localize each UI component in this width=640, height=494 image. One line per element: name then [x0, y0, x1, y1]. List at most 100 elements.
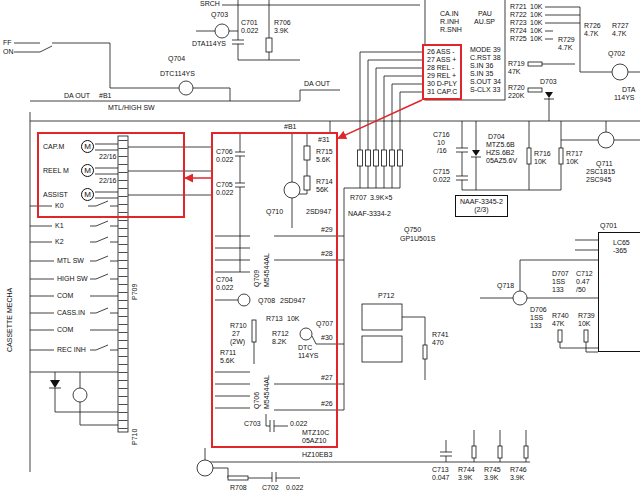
component-symbol: [558, 330, 562, 342]
component-label: C704: [216, 276, 233, 284]
component-label: 10K: [530, 3, 542, 11]
component-symbol: [215, 24, 229, 38]
component-label: DA OUT: [64, 92, 90, 100]
component-label: AU.SP: [474, 18, 495, 26]
component-label: 470: [432, 339, 444, 347]
component-label: DTC114YS: [160, 70, 195, 78]
component-label: NAAF-3334-2: [348, 210, 391, 218]
component-label: R721: [510, 3, 527, 11]
diode-symbol: [545, 92, 553, 98]
component-symbol: [300, 328, 312, 340]
component-label: R712: [272, 330, 289, 338]
node-text: LC65: [613, 239, 640, 247]
component-label: 0.022: [216, 189, 234, 197]
diode-symbol: [472, 150, 480, 156]
component-label: MODE 39: [470, 46, 501, 54]
component-symbol: [390, 150, 395, 166]
connector-pins: [123, 140, 124, 430]
component-label: R740: [552, 312, 569, 320]
component-label: R744: [458, 466, 475, 474]
component-label: 133: [530, 322, 542, 330]
component-label: R715: [316, 148, 333, 156]
motor-label: ASSIST: [43, 191, 81, 199]
component-label: MTL SW: [57, 257, 84, 265]
component-label: 3.9K: [484, 474, 498, 482]
node-text: 29 REL +: [427, 72, 457, 80]
component-label: 3.9K: [458, 474, 472, 482]
component-label: (2W): [230, 338, 245, 346]
component-label: R714: [316, 178, 333, 186]
component-label: D703: [540, 78, 557, 86]
wire: [14, 0, 640, 132]
component-symbol: [527, 148, 531, 164]
ic-text: Q709: [253, 270, 261, 287]
motor-letter: M: [84, 167, 91, 175]
component-label: CA.IN: [440, 10, 459, 18]
component-label: R719: [508, 60, 525, 68]
component-label: REC INH: [57, 346, 86, 354]
component-symbol: [304, 146, 310, 160]
component-label: 47K: [552, 320, 564, 328]
wire: [402, 240, 598, 380]
component-label: D706: [530, 306, 547, 314]
component-label: #B1: [99, 92, 111, 100]
rotated-label: P709: [131, 284, 139, 300]
component-label: COM: [57, 292, 73, 300]
component-label: 0.047: [432, 474, 450, 482]
node-text: 27 ASS +: [427, 56, 457, 64]
component-label: 0.022: [216, 156, 234, 164]
component-symbol: [498, 446, 502, 458]
ic-box: Q709M54544AL: [250, 228, 274, 292]
component-label: 10K: [530, 19, 542, 27]
component-label: 05AZ5.6V: [486, 157, 517, 165]
component-label: R726: [584, 22, 601, 30]
component-label: Q711: [596, 160, 613, 168]
component-label: R727: [612, 22, 629, 30]
component-label: 2SD947: [280, 297, 305, 305]
component-label: Q702: [608, 50, 625, 58]
pin-highlight-box: 26 ASS -27 ASS +28 REL -29 REL +30 D-PLY…: [422, 44, 462, 100]
component-label: DTA: [622, 86, 635, 94]
component-label: R723: [510, 19, 527, 27]
component-label: C705: [216, 181, 233, 189]
component-symbol: [374, 150, 379, 166]
motor-label: CAP.M: [43, 143, 81, 151]
ic-text: Q706: [253, 392, 261, 409]
component-label: Q718: [497, 282, 514, 290]
callout-arrow: [185, 177, 211, 179]
component-label: 0.022: [290, 420, 308, 428]
component-label: 0.022: [433, 176, 451, 184]
rotated-label: CASSETTE MECHA: [6, 288, 14, 352]
component-symbol: [425, 0, 505, 100]
component-label: DTC: [298, 344, 312, 352]
component-label: S.IN 36: [470, 62, 493, 70]
component-label: R725: [510, 35, 527, 43]
component-label: C712: [576, 270, 593, 278]
component-label: 2SC945: [586, 176, 611, 184]
component-label: R716: [534, 150, 551, 158]
component-label: R.SNH: [440, 26, 462, 34]
component-label: HZ10EB3: [302, 451, 332, 459]
component-label: #30: [321, 334, 333, 342]
diode-symbol: [50, 92, 553, 388]
motor-highlight-box: K0CAP.MMREEL MMASSISTM: [37, 132, 185, 218]
node-text: #31: [318, 136, 330, 144]
component-label: S-CLX 33: [470, 86, 500, 94]
component-label: 5.6K: [316, 156, 330, 164]
wire: [542, 7, 640, 121]
component-label: C713: [432, 466, 449, 474]
callout-arrow: [338, 100, 422, 138]
component-label: 22/16: [99, 153, 117, 161]
component-label: /50: [576, 286, 586, 294]
component-symbol: [73, 388, 87, 402]
component-label: R739: [578, 312, 595, 320]
component-symbol: [472, 446, 476, 458]
component-symbol: [304, 176, 310, 190]
component-symbol: [179, 81, 193, 95]
component-label: R722: [510, 11, 527, 19]
node-text: K0: [55, 202, 64, 210]
component-label: K2: [55, 238, 64, 246]
component-symbol: [197, 460, 213, 476]
component-label: 3.9K×5: [370, 194, 392, 202]
